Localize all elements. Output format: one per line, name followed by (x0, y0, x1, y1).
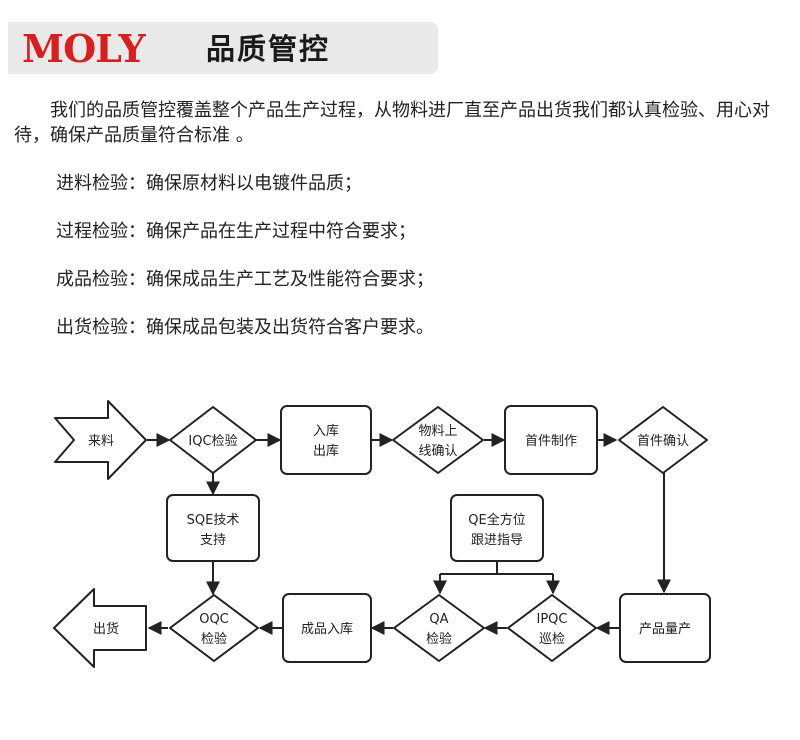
header-banner: MOLY 品质管控 (8, 22, 438, 74)
finished-box-shape (282, 593, 372, 663)
shipping-label: 出货 (93, 621, 119, 637)
firstconfirm-label: 首件确认 (637, 434, 689, 449)
ipqc-label-line2: 巡检 (539, 632, 565, 647)
item-label: 进料检验 (56, 173, 128, 194)
item-shipping-inspection: 出货检验：确保成品包装及出货符合客户要求。 (56, 316, 434, 340)
firstmake-label: 首件制作 (525, 434, 577, 449)
incoming-label: 来料 (88, 434, 114, 449)
item-label: 过程检验 (56, 221, 128, 242)
sqe-label-line2: 支持 (200, 533, 226, 548)
ipqc-diamond-shape (507, 594, 597, 662)
item-desc: 确保原材料以电镀件品质； (146, 173, 362, 194)
moly-logo: MOLY (22, 26, 146, 71)
item-desc: 确保成品生产工艺及性能符合要求； (146, 269, 434, 290)
ipqc-label-line1: IPQC (537, 612, 568, 627)
oqc-label-line2: 检验 (201, 631, 227, 647)
mass-label: 产品量产 (639, 622, 691, 637)
shipping-arrow-shape (53, 588, 147, 668)
item-separator: ： (128, 221, 146, 242)
item-label: 成品检验 (56, 269, 128, 290)
iqc-label: IQC检验 (188, 433, 237, 449)
item-separator: ： (128, 173, 146, 194)
firstmake-box-shape (504, 405, 598, 475)
iqc-diamond-shape (169, 406, 257, 474)
mass-box-shape (619, 593, 711, 663)
item-label: 出货检验 (56, 317, 128, 338)
storage-label-line2: 出库 (313, 443, 339, 459)
storage-label-line1: 入库 (313, 423, 339, 439)
incoming-arrow-shape (54, 400, 147, 480)
oqc-label-line1: OQC (199, 612, 229, 627)
intro-paragraph: 我们的品质管控覆盖整个产品生产过程，从物料进厂直至产品出货我们都认真检验、用心对… (14, 100, 770, 146)
oqc-diamond-shape (169, 594, 259, 662)
qa-diamond-shape (393, 594, 485, 662)
sqe-box-shape (166, 494, 260, 562)
material-diamond-shape (392, 406, 484, 474)
item-desc: 确保成品包装及出货符合客户要求。 (146, 317, 434, 338)
page-title: 品质管控 (206, 32, 331, 66)
qe-box-shape (450, 494, 544, 562)
item-separator: ： (128, 317, 146, 338)
item-process-inspection: 过程检验：确保产品在生产过程中符合要求； (56, 220, 416, 244)
item-incoming-inspection: 进料检验：确保原材料以电镀件品质； (56, 172, 362, 196)
qa-label-line2: 检验 (426, 631, 452, 647)
qe-label-line1: QE全方位 (468, 512, 525, 528)
material-label-line1: 物料上 (418, 424, 457, 439)
sqe-label-line1: SQE技术 (187, 513, 240, 528)
item-desc: 确保产品在生产过程中符合要求； (146, 221, 416, 242)
finished-label: 成品入库 (301, 621, 353, 637)
qa-label-line1: QA (429, 612, 448, 627)
firstconfirm-diamond-shape (618, 406, 708, 474)
storage-box-shape (280, 405, 372, 475)
item-separator: ： (128, 269, 146, 290)
qe-label-line2: 跟进指导 (471, 533, 523, 548)
material-label-line2: 线确认 (418, 444, 457, 459)
item-finished-inspection: 成品检验：确保成品生产工艺及性能符合要求； (56, 268, 434, 292)
